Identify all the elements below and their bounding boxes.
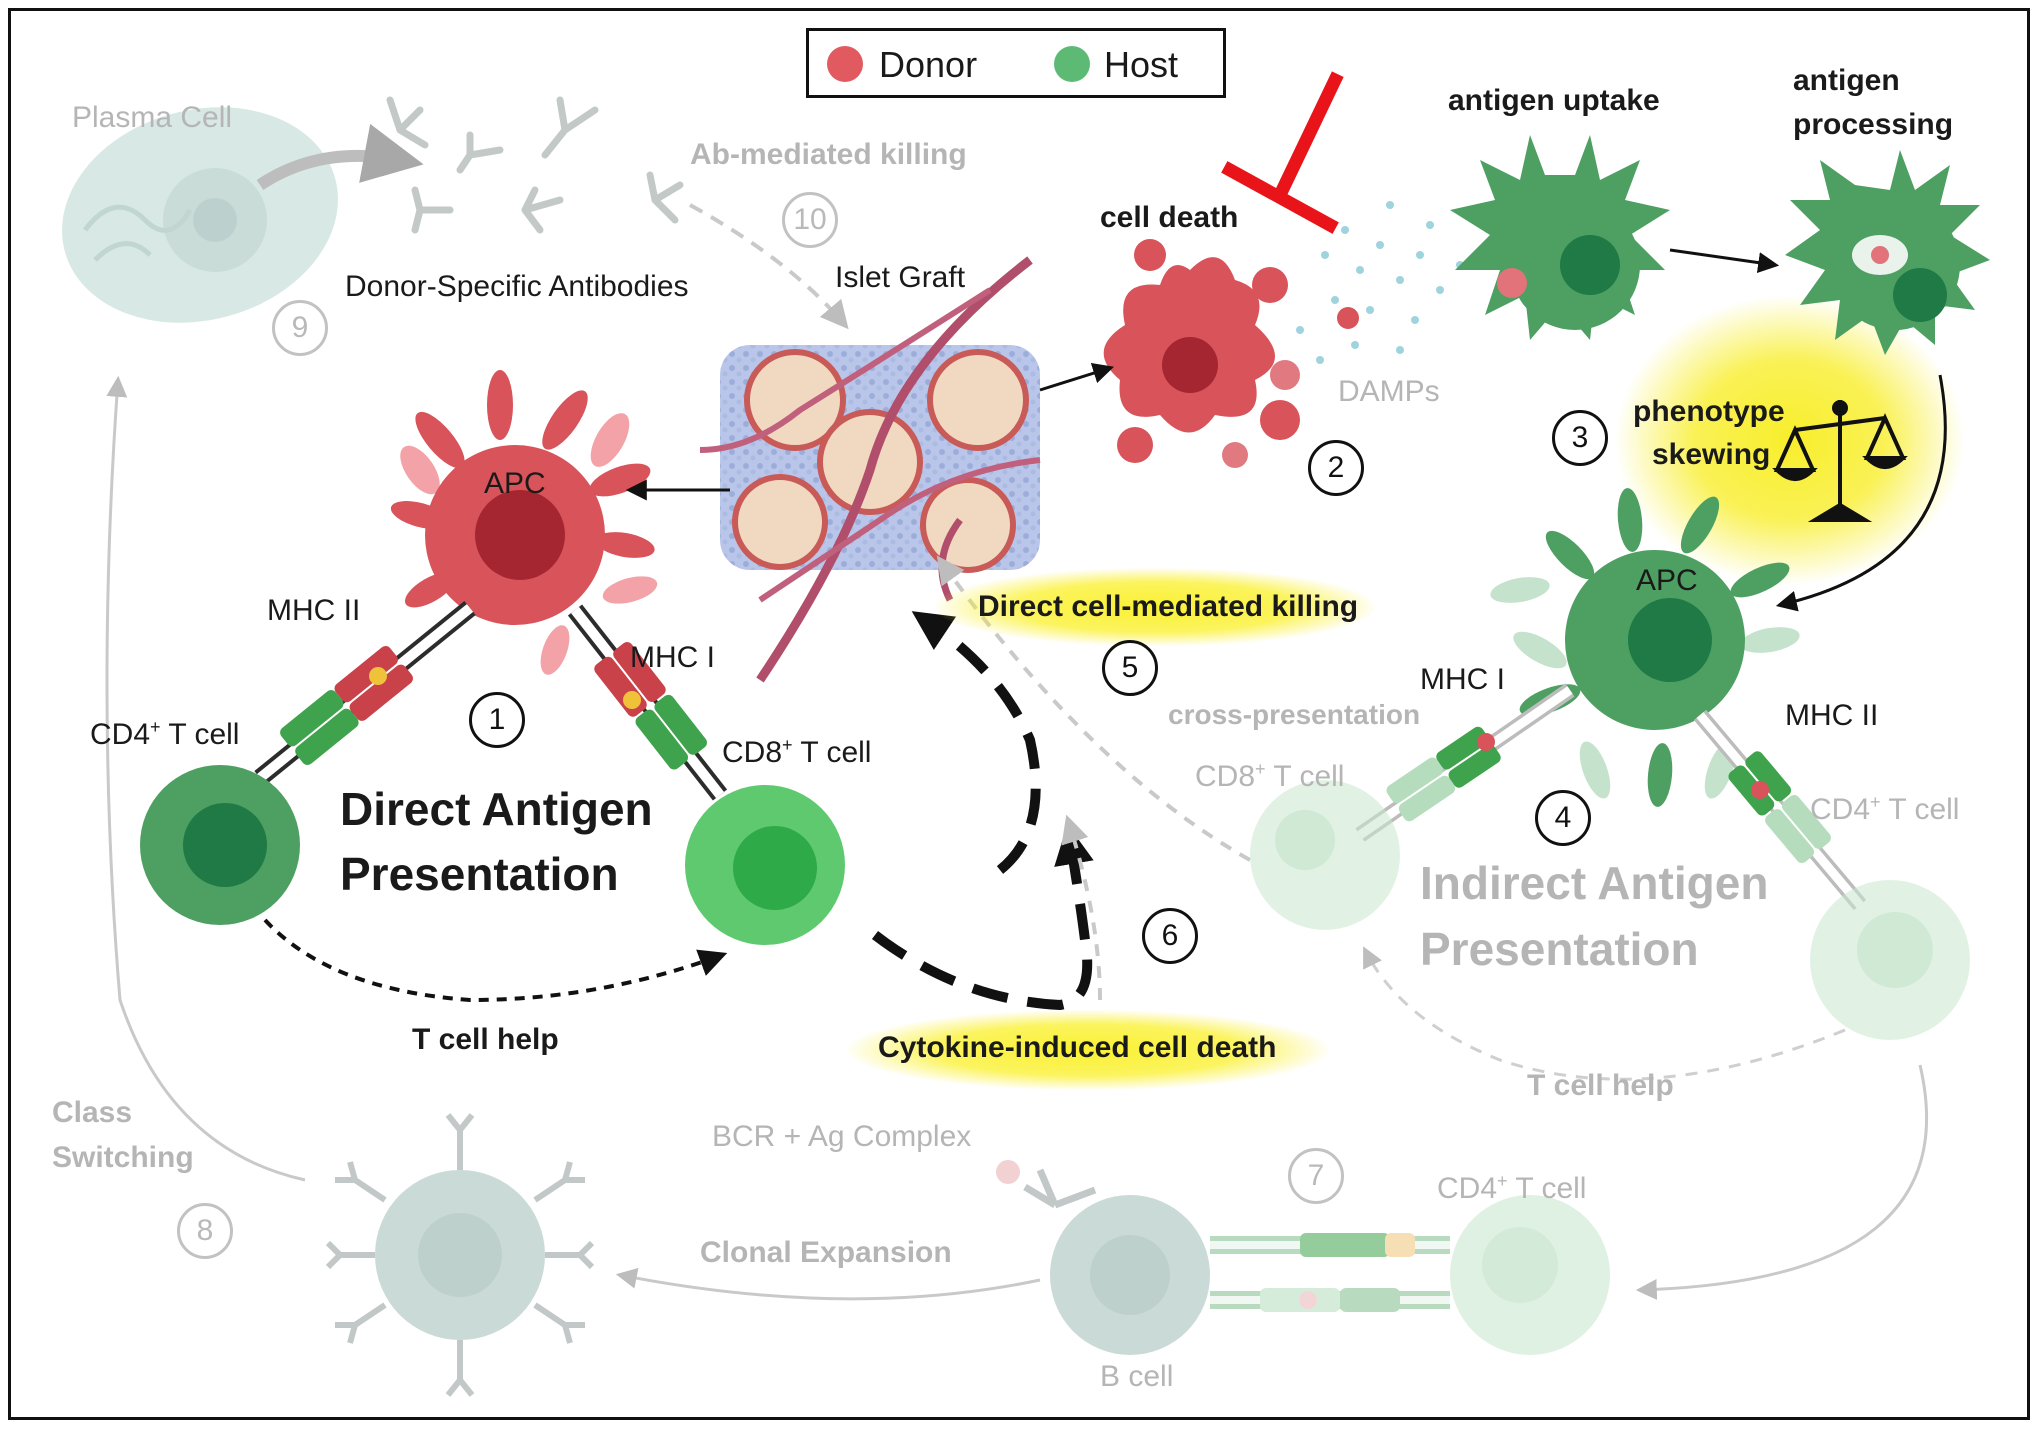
diagram-frame: [8, 8, 2030, 1420]
inhibition-symbol: [1221, 71, 1344, 234]
indirect-presentation-title-1: Indirect Antigen: [1420, 857, 1769, 909]
clonal-expansion-label: Clonal Expansion: [700, 1236, 952, 1269]
cd8-t-cell-right: [1250, 780, 1400, 930]
faint-cytokine-arrow: [1061, 814, 1102, 1001]
ab-killing-label: Ab-mediated killing: [690, 138, 967, 171]
mhc-ii-left-label: MHC II: [267, 594, 361, 627]
step-8: 8: [177, 1203, 233, 1259]
host-apc-uptake: [1450, 135, 1670, 340]
phenotype-skewing-label-2: skewing: [1652, 438, 1771, 471]
direct-killing-highlight: [935, 568, 1375, 646]
mhc-i-right-label: MHC I: [1420, 663, 1505, 696]
step-1: 1: [469, 692, 525, 748]
t-cell-help-left-label: T cell help: [412, 1023, 559, 1056]
clonal-expansion-arrow: [615, 1267, 1041, 1301]
cd4-t-cell-left: [140, 765, 300, 925]
t-cell-help-arrow-right: [1363, 946, 1846, 1081]
cytokine-arrow-inner: [871, 824, 1094, 1011]
step-5: 5: [1102, 640, 1158, 696]
mhc-i-tcr-right: [1355, 683, 1575, 842]
direct-presentation-title-1: Direct Antigen: [340, 783, 653, 835]
legend: Donor Host: [806, 28, 1226, 98]
cd4-t-cell-bottom: [1450, 1195, 1610, 1355]
step-6: 6: [1142, 908, 1198, 964]
ab-killing-arrow: [689, 203, 849, 330]
legend-donor-dot: [827, 46, 863, 82]
class-switching-label-1: Class: [52, 1096, 133, 1129]
cd8-t-cell-left-label: CD8+ T cell: [722, 735, 872, 769]
mhc-ii-right-label: MHC II: [1785, 699, 1879, 732]
class-switching-arrow: [105, 375, 306, 1182]
bcr-complex-label: BCR + Ag Complex: [712, 1120, 972, 1153]
step-3: 3: [1552, 410, 1608, 466]
antigen-uptake-label: antigen uptake: [1448, 84, 1660, 117]
cytokine-death-label: Cytokine-induced cell death: [878, 1031, 1277, 1064]
cd4-t-cell-left-label: CD4+ T cell: [90, 717, 240, 751]
step-4: 4: [1535, 790, 1591, 846]
cell-death-label: cell death: [1100, 201, 1239, 234]
step-7: 7: [1288, 1148, 1344, 1204]
mhc-ii-tcr-left: [254, 601, 476, 785]
islet-graft-label: Islet Graft: [835, 261, 966, 294]
dsa-label: Donor-Specific Antibodies: [345, 270, 689, 303]
cd4-t-cell-right-label: CD4+ T cell: [1810, 792, 1960, 826]
plasma-cell: [62, 107, 338, 323]
bcr-tcr-bridge: [1210, 1233, 1450, 1312]
step-10: 10: [782, 192, 838, 248]
phenotype-skewing-label-1: phenotype: [1633, 395, 1785, 428]
mhc-i-left-label: MHC I: [630, 641, 715, 674]
antibodies: [386, 96, 684, 234]
b-cell: [996, 1160, 1210, 1355]
antigen-processing-label-2: processing: [1793, 108, 1954, 141]
cd8-t-cell-right-label: CD8+ T cell: [1195, 759, 1345, 793]
host-apc-processing: [1785, 150, 1990, 355]
t-cell-help-right-label: T cell help: [1527, 1069, 1674, 1102]
cross-presentation-arrow: [936, 555, 1251, 862]
damps-particles: [1296, 201, 1464, 364]
t-cell-help-arrow-left: [263, 918, 728, 1003]
cytokine-death-highlight: [848, 1010, 1328, 1090]
processing-to-apc-arrow: [1775, 374, 1947, 612]
b-cell-label: B cell: [1100, 1360, 1174, 1393]
cd4-to-bottom-arrow: [1635, 1064, 1929, 1300]
uptake-to-processing-arrow: [1669, 248, 1780, 274]
cross-presentation-label: cross-presentation: [1168, 699, 1421, 730]
host-apc-presenting: [1490, 488, 1800, 807]
mhc-i-tcr-left: [567, 604, 728, 801]
legend-host-dot: [1054, 46, 1090, 82]
indirect-presentation-title-2: Presentation: [1420, 923, 1699, 975]
dying-donor-cell: [1103, 239, 1300, 468]
cd8-t-cell-left: [685, 785, 845, 945]
step-2: 2: [1308, 440, 1364, 496]
plasma-secretion-arrow: [256, 123, 424, 191]
mhc-ii-tcr-right: [1693, 709, 1867, 911]
scales-icon: [1772, 400, 1908, 522]
legend-host-label: Host: [1104, 44, 1179, 85]
cd4-t-cell-bottom-label: CD4+ T cell: [1437, 1171, 1587, 1205]
expanded-b-cell: [325, 1113, 595, 1397]
host-apc-label: APC: [1636, 564, 1698, 597]
graft-to-cell-death-arrow: [1039, 363, 1115, 392]
cd4-t-cell-right: [1810, 880, 1970, 1040]
islet-graft: [699, 256, 1041, 683]
donor-apc: [390, 370, 658, 675]
donor-apc-label: APC: [484, 467, 546, 500]
direct-killing-label: Direct cell-mediated killing: [978, 590, 1359, 623]
direct-presentation-title-2: Presentation: [340, 848, 619, 900]
plasma-cell-label: Plasma Cell: [72, 101, 233, 134]
step-9: 9: [272, 300, 328, 356]
class-switching-label-2: Switching: [52, 1141, 194, 1174]
direct-killing-arrow: [911, 611, 1041, 874]
legend-donor-label: Donor: [879, 44, 978, 85]
antigen-processing-label-1: antigen: [1793, 64, 1900, 97]
damps-label: DAMPs: [1338, 375, 1440, 408]
